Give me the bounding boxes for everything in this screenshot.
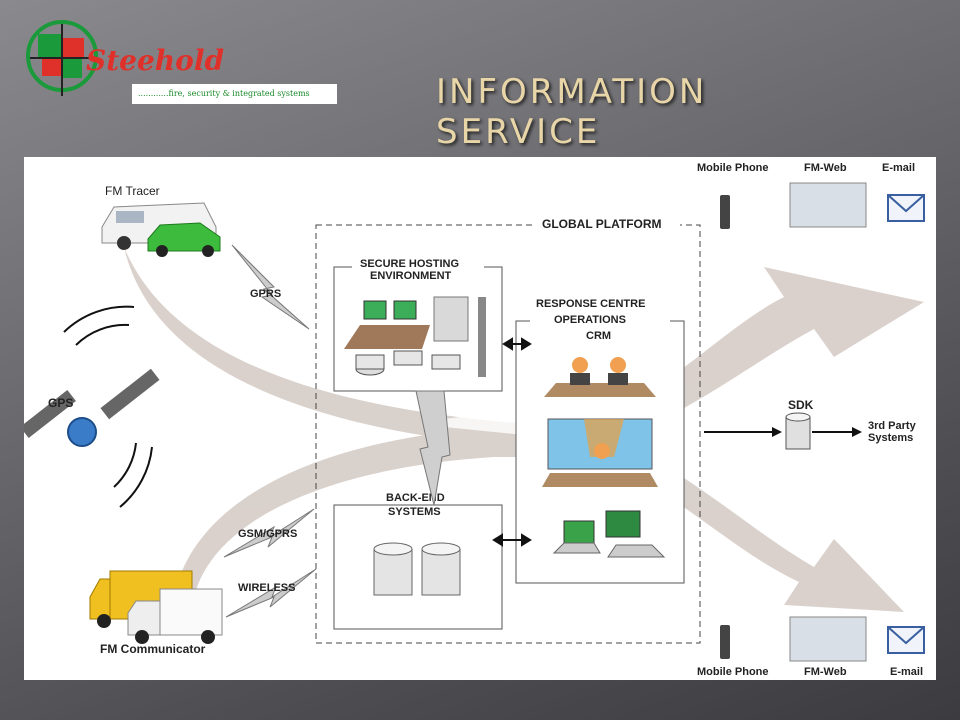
steehold-logo: Steehold — [26, 20, 224, 96]
bottom-fm-web-label: FM-Web — [804, 666, 847, 678]
information-service-diagram: FM Tracer GPRS GPS GSM/GPRS WIRELESS FM … — [24, 157, 936, 680]
backend-systems-box — [333, 504, 503, 630]
secure-hosting-title-1: SECURE HOSTING — [360, 258, 459, 270]
brand-name: Steehold — [86, 44, 224, 77]
fm-tracer-vehicles — [101, 202, 221, 257]
bottom-mobile-phone-icon — [720, 625, 730, 659]
control-room-icon — [542, 418, 658, 487]
secure-hosting-title-2: ENVIRONMENT — [370, 270, 452, 282]
top-fm-web-label: FM-Web — [804, 162, 847, 174]
gsm-gprs-label: GSM/GPRS — [238, 528, 297, 540]
top-fm-web-icon — [789, 182, 867, 228]
fm-communicator-label: FM Communicator — [100, 642, 206, 656]
hosting-response-link-arrow — [502, 337, 532, 351]
computers-icon — [552, 510, 666, 558]
bottom-mobile-phone-label: Mobile Phone — [697, 666, 769, 678]
third-party-label-1: 3rd Party — [868, 420, 917, 432]
global-platform-label: GLOBAL PLATFORM — [542, 217, 662, 231]
platform-link-lightning-icon — [415, 390, 451, 506]
database-icon — [373, 542, 461, 596]
response-title-3: CRM — [586, 330, 611, 342]
sdk-database-icon — [785, 412, 811, 450]
brand-tagline: ............fire, security & integrated … — [132, 84, 337, 104]
wireless-label: WIRELESS — [238, 582, 295, 594]
backend-title-2: SYSTEMS — [388, 506, 441, 518]
top-email-icon — [887, 194, 925, 222]
page-title: INFORMATION SERVICE — [436, 72, 708, 152]
third-party-label-2: Systems — [868, 432, 913, 444]
gps-label: GPS — [48, 396, 73, 410]
server-equipment-icon — [344, 296, 486, 377]
bottom-fm-web-icon — [789, 616, 867, 662]
top-mobile-phone-icon — [720, 195, 730, 229]
top-email-label: E-mail — [882, 162, 915, 174]
sdk-label: SDK — [788, 398, 814, 412]
backend-response-link-arrow — [492, 533, 532, 547]
gps-satellite-icon — [24, 305, 160, 508]
response-title-2: OPERATIONS — [554, 314, 626, 326]
bottom-email-icon — [887, 626, 925, 654]
gsm-lightning-icon — [223, 508, 315, 558]
fm-communicator-vehicles — [89, 570, 223, 644]
gprs-label: GPRS — [250, 288, 281, 300]
gprs-lightning-icon — [231, 244, 310, 330]
backend-title-1: BACK-END — [386, 492, 445, 504]
top-mobile-phone-label: Mobile Phone — [697, 162, 769, 174]
bottom-email-label: E-mail — [890, 666, 923, 678]
response-title-1: RESPONSE CENTRE — [536, 298, 645, 310]
flow-arrow-bottom — [174, 427, 904, 612]
operators-desk-icon — [544, 357, 656, 397]
fm-tracer-label: FM Tracer — [105, 184, 160, 198]
flow-arrow-top — [124, 247, 924, 449]
global-platform-box — [315, 224, 701, 644]
